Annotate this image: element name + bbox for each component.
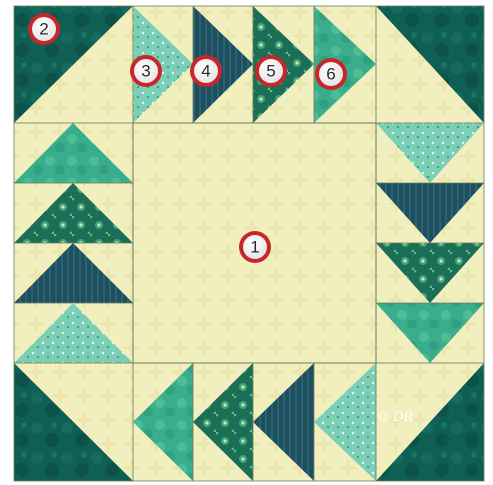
marker-5: 5 xyxy=(255,55,287,87)
marker-4: 4 xyxy=(190,55,222,87)
marker-4-label: 4 xyxy=(201,62,210,81)
marker-6-label: 6 xyxy=(326,65,335,84)
copyright-credit: © DR xyxy=(376,410,414,425)
marker-6: 6 xyxy=(315,58,347,90)
marker-2-label: 2 xyxy=(39,20,48,39)
marker-1: 1 xyxy=(239,231,271,263)
marker-1-label: 1 xyxy=(250,238,259,257)
marker-3: 3 xyxy=(130,55,162,87)
marker-3-label: 3 xyxy=(141,62,150,81)
marker-5-label: 5 xyxy=(266,62,275,81)
marker-2: 2 xyxy=(28,13,60,45)
